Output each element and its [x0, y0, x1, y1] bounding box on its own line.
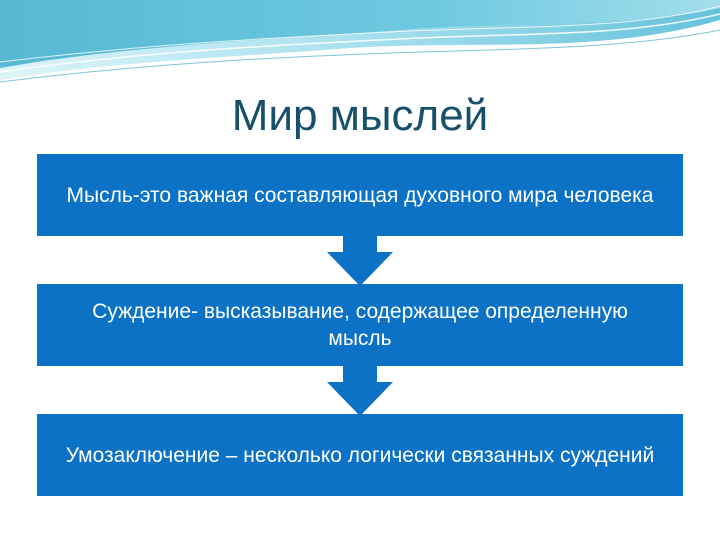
- flow-step-thought: Мысль-это важная составляющая духовного …: [37, 154, 683, 236]
- down-arrow-icon: [327, 366, 393, 416]
- wave-line-3: [0, 29, 720, 83]
- flow-step-inference: Умозаключение – несколько логически связ…: [37, 414, 683, 496]
- slide-title: Мир мыслей: [231, 91, 489, 140]
- decorative-wave-header: [0, 0, 720, 83]
- flow-step-text: Мысль-это важная составляющая духовного …: [66, 183, 654, 207]
- down-arrow-icon: [327, 236, 393, 286]
- flow-step-text: Суждение- высказывание, содержащее опред…: [92, 300, 628, 350]
- wave-line-1: [0, 13, 720, 73]
- flow-step-judgment: Суждение- высказывание, содержащее опред…: [37, 284, 683, 366]
- wave-line-2: [0, 5, 720, 63]
- wave-front: [0, 0, 720, 68]
- flow-step-text: Умозаключение – несколько логически связ…: [65, 443, 655, 467]
